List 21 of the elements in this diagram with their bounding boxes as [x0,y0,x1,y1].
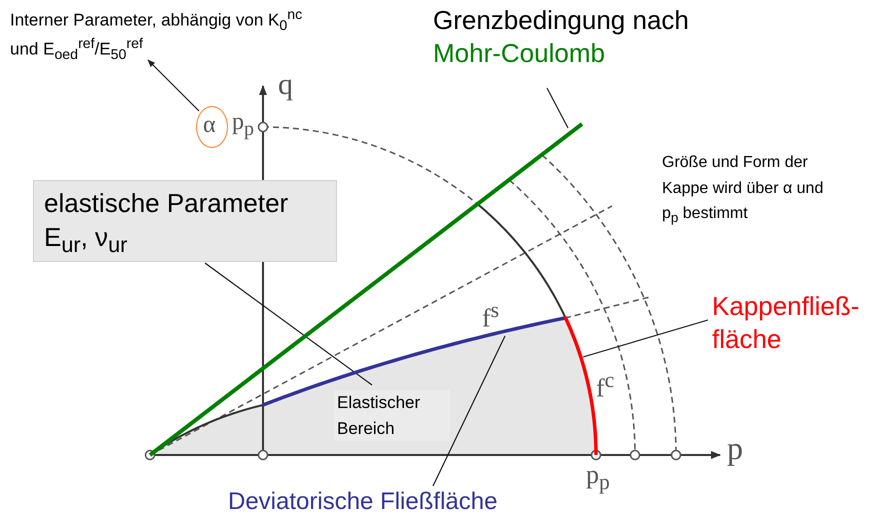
axis-label: q [278,70,293,100]
leader-line [546,88,568,128]
point-label: p$_{p}$ [232,110,254,139]
parameter-text: elastische Parameter E$_{ur}$, ν$_{ur}$ [44,187,290,259]
leader-line [432,336,506,486]
axis-label: p [727,432,743,464]
annotation-text: Grenzbedingung nach [433,4,689,36]
leader-line [204,262,372,386]
note-text: Größe und Form der Kappe wird über α und p$_{p}$ bestimmt [662,153,824,228]
arrow [147,59,200,112]
annotation-text: Kappenfließ- fläche [712,290,860,355]
annotation-text: Deviatorische Fließfläche [228,487,498,517]
parameter-box [33,180,337,262]
point-label: p$_{p}$ [586,462,610,494]
annotation-text: Mohr-Coulomb [433,36,605,69]
leader-line [582,319,708,358]
highlight-circle [196,106,228,148]
curve-label: f$^{c}$ [596,370,614,402]
curve-label: f$^{s}$ [482,300,500,332]
cap-yield-curve [563,316,598,456]
alpha-symbol: α [203,113,216,137]
